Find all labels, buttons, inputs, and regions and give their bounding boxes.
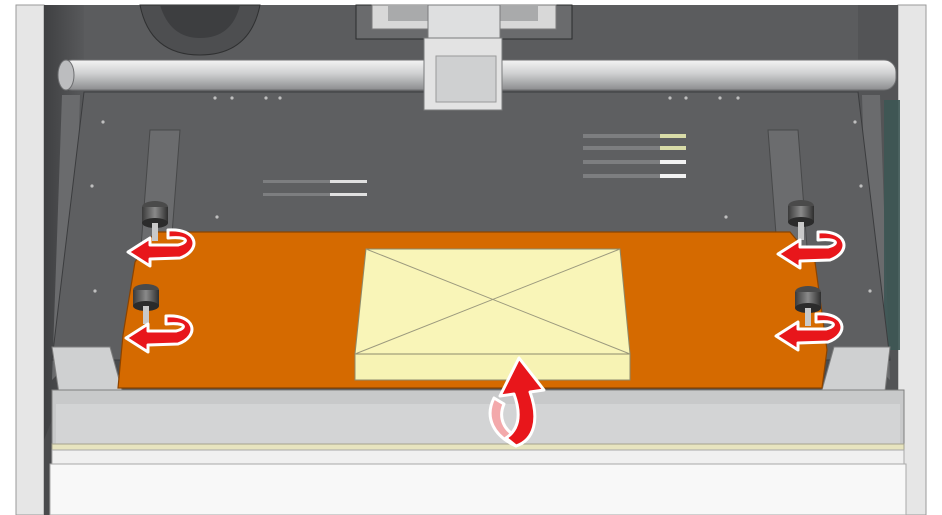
workpiece-block (355, 249, 630, 380)
